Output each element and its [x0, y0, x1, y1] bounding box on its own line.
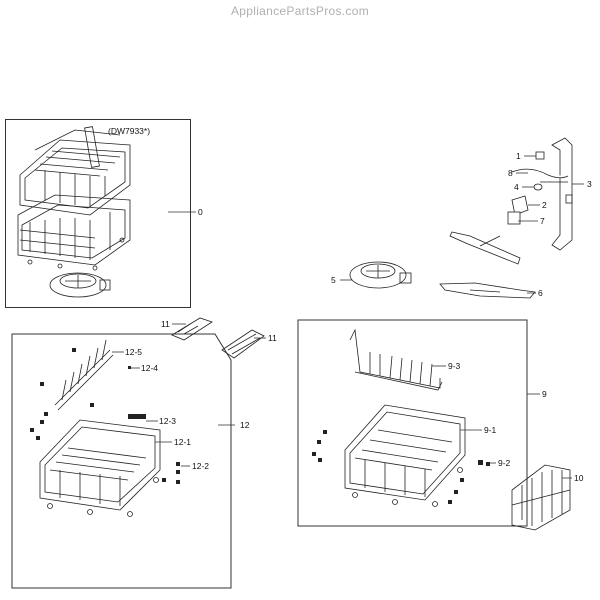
- label-5: 5: [331, 275, 336, 285]
- spray-arm-upper-drawing: [449, 231, 521, 265]
- label-3: 3: [587, 179, 592, 189]
- label-12-4: 12-4: [141, 363, 159, 373]
- wash-arm-0-drawing: [49, 272, 111, 298]
- label-9-1: 9-1: [484, 425, 497, 435]
- label-6: 6: [538, 288, 543, 298]
- parts-1-2-4-7-8-drawing: [507, 151, 569, 225]
- label-0: 0: [198, 207, 203, 217]
- label-9-2: 9-2: [498, 458, 511, 468]
- label-12: 12: [240, 420, 250, 430]
- label-9-3: 9-3: [448, 361, 461, 371]
- tine-row-12-5-drawing: [54, 339, 114, 411]
- assembly-box-9: [297, 319, 528, 527]
- label-8: 8: [508, 168, 513, 178]
- label-12-1: 12-1: [174, 437, 192, 447]
- label-2: 2: [542, 200, 547, 210]
- lower-rack-9-1-drawing: [344, 404, 466, 507]
- watermark: AppliancePartsPros.com: [231, 4, 369, 18]
- label-12-2: 12-2: [192, 461, 210, 471]
- wash-arm-5-drawing: [349, 261, 412, 289]
- label-11a: 11: [161, 319, 170, 329]
- label-12-5: 12-5: [125, 347, 143, 357]
- spray-arm-lower-6-drawing: [439, 282, 536, 299]
- upper-rack-drawing: [19, 126, 131, 216]
- lower-rack-12-1-drawing: [39, 419, 161, 517]
- label-11b: 11: [268, 333, 277, 343]
- small-parts-12-drawing: [30, 348, 180, 484]
- assembly-box-12: [11, 333, 232, 589]
- wheels-9-drawing: [312, 430, 490, 504]
- label-10: 10: [574, 473, 584, 483]
- supply-pipe-3-drawing: [540, 137, 573, 251]
- label-12-3: 12-3: [159, 416, 177, 426]
- model-note: (DW7933*): [108, 126, 151, 136]
- label-7: 7: [540, 216, 545, 226]
- label-1: 1: [516, 151, 521, 161]
- lower-rack-drawing: [17, 194, 131, 271]
- assembly-box-0: [5, 119, 191, 308]
- label-9: 9: [542, 389, 547, 399]
- cutlery-basket-10-drawing: [511, 464, 571, 531]
- cutlery-rack-11-drawing: [171, 317, 265, 359]
- label-4: 4: [514, 182, 519, 192]
- tine-row-9-3-drawing: [349, 328, 443, 391]
